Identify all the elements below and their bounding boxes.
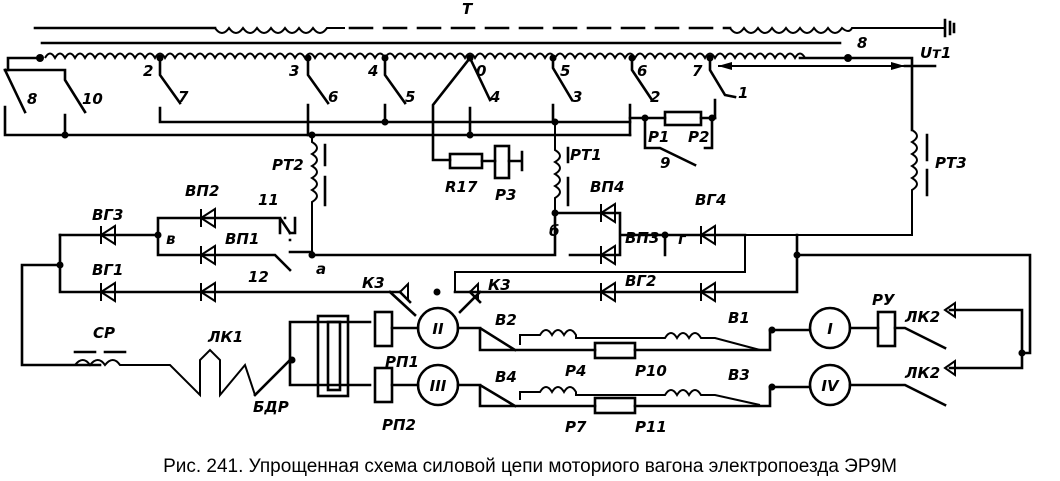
- label-r3: Р3: [495, 186, 516, 204]
- tap-label: 8: [857, 34, 867, 52]
- motor-label: II: [432, 320, 444, 338]
- tap-label: 7: [692, 62, 703, 80]
- label-vp2: ВП2: [185, 182, 219, 200]
- label-lk2: ЛК2: [904, 308, 940, 326]
- label-rp1: РП1: [385, 353, 419, 371]
- current-relays: [310, 122, 929, 292]
- label-node-b: б: [549, 222, 559, 240]
- relay-r3: [493, 144, 511, 180]
- label-p10: Р10: [635, 362, 667, 380]
- label-ru: РУ: [872, 291, 896, 309]
- label-p1: Р1: [648, 128, 669, 146]
- label-k3: К3: [488, 276, 511, 294]
- label-vg3: ВГ3: [92, 206, 123, 224]
- switch-label: 3: [572, 88, 582, 106]
- motor-label: IV: [821, 377, 840, 395]
- motor-label: III: [430, 377, 447, 395]
- label-vg4: ВГ4: [695, 191, 726, 209]
- label-p2: Р2: [688, 128, 709, 146]
- label-p4: Р4: [565, 362, 586, 380]
- label-node-g: г: [678, 230, 687, 248]
- switch-label: 8: [27, 90, 37, 108]
- tap-label: 4: [367, 62, 378, 80]
- relay-rp1: [373, 310, 394, 348]
- switch-label: 1: [738, 84, 748, 102]
- label-rt1: РТ1: [570, 146, 602, 164]
- label-vg1: ВГ1: [92, 261, 123, 279]
- bdr-block: [316, 314, 350, 398]
- tap-switches: [3, 56, 737, 180]
- motor-label: I: [827, 320, 833, 338]
- switch-label: 2: [650, 88, 660, 106]
- label-v1: В1: [728, 309, 750, 327]
- label-lk2: ЛК2: [904, 364, 940, 382]
- transformer-primary: [33, 18, 956, 45]
- label-r17: R17: [445, 178, 478, 196]
- label-vp1: ВП1: [225, 230, 259, 248]
- switch-label: 9: [660, 154, 670, 172]
- label-p11: Р11: [635, 418, 667, 436]
- label-v3: В3: [728, 366, 750, 384]
- relay-ru: [876, 310, 897, 348]
- label-vp3: ВП3: [625, 229, 659, 247]
- labels: Т Uт1 2 3 4 0 5 6 7 8 8 10 7 6 5 4 3 2 1…: [27, 0, 967, 436]
- relay-rp2: [373, 366, 394, 404]
- switch-label: 10: [82, 90, 103, 108]
- label-transformer: Т: [462, 0, 474, 18]
- tap-label: 2: [143, 62, 153, 80]
- label-voltage: Uт1: [920, 44, 951, 62]
- tap-label: 3: [289, 62, 299, 80]
- label-v4: В4: [495, 368, 517, 386]
- resistor-p4-p10: [593, 341, 637, 360]
- switch-label: 12: [248, 268, 269, 286]
- resistor-r17: [448, 152, 484, 170]
- resistor-p1-p2: [663, 110, 703, 127]
- switch-label: 7: [178, 88, 189, 106]
- tap-label: 6: [637, 62, 647, 80]
- switch-label: 4: [489, 88, 500, 106]
- label-bdr: БДР: [253, 398, 289, 416]
- traction-motors: [70, 301, 1024, 415]
- label-rp2: РП2: [382, 416, 416, 434]
- resistor-p7-p11: [593, 396, 637, 415]
- label-lk1: ЛК1: [207, 328, 243, 346]
- figure-caption: Рис. 241. Упрощенная схема силовой цепи …: [163, 456, 897, 477]
- label-node-a: а: [316, 260, 326, 278]
- tap-label: 0: [476, 62, 486, 80]
- rectifier-bridge: [20, 203, 1032, 367]
- label-vp4: ВП4: [590, 178, 624, 196]
- label-vg2: ВГ2: [625, 272, 656, 290]
- label-sr: СР: [93, 324, 115, 342]
- label-rt2: РТ2: [272, 156, 304, 174]
- switch-label: 11: [258, 191, 279, 209]
- switch-label: 5: [405, 88, 415, 106]
- switch-label: 6: [328, 88, 338, 106]
- label-k3: К3: [362, 274, 385, 292]
- label-node-v: в: [166, 230, 176, 248]
- label-rt3: РТ3: [935, 154, 967, 172]
- label-p7: Р7: [565, 418, 587, 436]
- tap-label: 5: [560, 62, 570, 80]
- label-v2: В2: [495, 311, 517, 329]
